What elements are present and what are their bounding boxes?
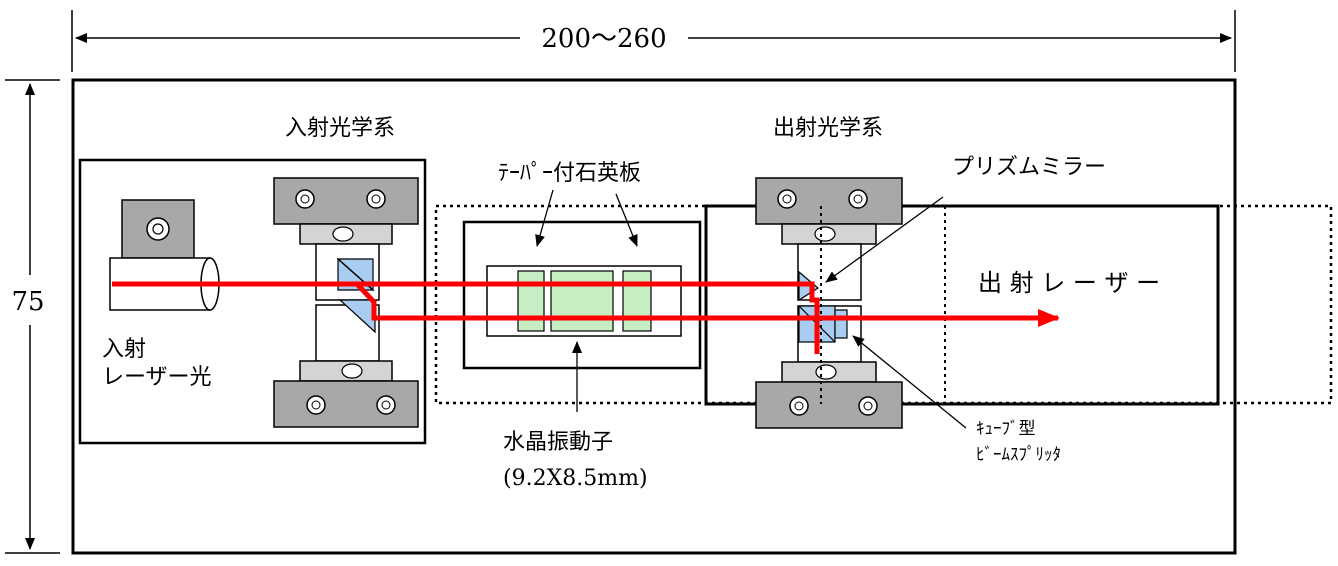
quartz-assembly	[462, 220, 702, 370]
height-dimension-label: 75	[11, 287, 44, 317]
tapered-quartz-pointer-left	[535, 189, 554, 247]
prism-mirror-label: プリズムミラー	[952, 155, 1106, 180]
beam-splitter-label-line2: ﾋﾞｰﾑｽﾌﾟﾘｯﾀ	[976, 445, 1061, 465]
output-optics-label: 出射光学系	[773, 116, 883, 141]
beam-splitter-label-line1: ｷｭｰﾌﾞ型	[976, 419, 1036, 439]
tapered-quartz-label: ﾃｰﾊﾟｰ付石英板	[498, 161, 641, 186]
input-optics-label: 入射光学系	[285, 116, 395, 141]
width-dimension-label: 200〜260	[541, 24, 666, 54]
output-mount	[755, 177, 903, 429]
input-mount	[273, 177, 419, 428]
beam-splitter-pointer	[852, 335, 967, 429]
input-laser-label-line1: 入射	[102, 337, 146, 362]
laser-head	[109, 199, 220, 311]
input-laser-label-line2: レーザー光	[102, 365, 212, 390]
output-optics-box	[704, 204, 1220, 406]
height-dimension: 75	[5, 79, 60, 554]
laser-beam-path	[112, 281, 1030, 321]
base-plate	[71, 78, 1237, 555]
tapered-quartz-pointer-right	[615, 193, 638, 247]
prism-mirror-pointer	[825, 196, 944, 283]
width-dimension: 200〜260	[71, 10, 1236, 72]
input-optics-box	[78, 158, 427, 445]
laser-beam-reference	[357, 281, 820, 354]
crystal-label-line1: 水晶振動子	[503, 430, 613, 455]
crystal-label-line2: (9.2X8.5mm)	[503, 466, 648, 491]
output-laser-label: 出 射 レ ー ザ ー	[978, 269, 1160, 297]
